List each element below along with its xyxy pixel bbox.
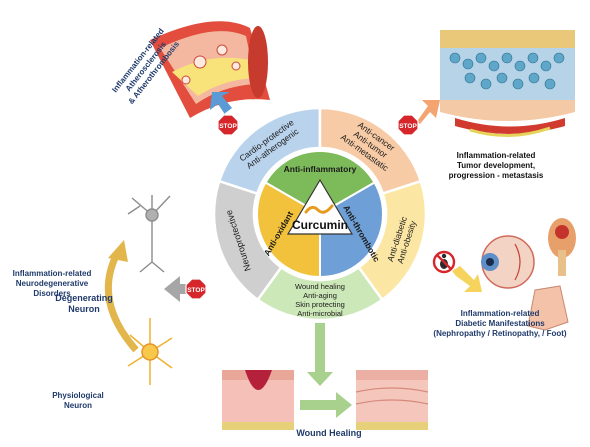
stop-signs: STOP STOP STOP [185, 114, 456, 300]
outcome-line: Disorders [33, 289, 71, 298]
stop-text: STOP [219, 123, 237, 130]
outcome-line: Neurodegenerative [16, 279, 89, 288]
degeneration-curve-arrowhead [108, 240, 128, 262]
physiological-neuron-icon [127, 318, 173, 385]
outcome-line: Neuron [64, 401, 92, 410]
stop-sign-cancer: STOP [397, 114, 419, 136]
sector-line: Skin protecting [295, 300, 345, 309]
turmeric-icon [304, 204, 334, 214]
artery-illustration [150, 21, 270, 118]
inner-label-anti-inflammatory: Anti-inflammatory [284, 164, 357, 174]
diabetic-illustrations [481, 218, 576, 331]
outcome-line: Diabetic Manifestations [455, 319, 545, 328]
degeneration-curve-arrow [104, 250, 139, 353]
curcumin-wheel: CurcuminAnti-inflammatoryAnti-thrombotic… [211, 105, 429, 323]
stop-text: STOP [187, 287, 205, 294]
foot-icon [527, 285, 569, 331]
healed-skin-icon [355, 370, 429, 430]
tumor-illustration [440, 30, 575, 137]
degenerating-neuron-icon [127, 195, 171, 273]
curcumin-triangle [286, 178, 354, 235]
curcumin-title: Curcumin [292, 218, 348, 232]
neuron-illustrations [104, 195, 173, 385]
wound-healing-arrow [300, 392, 352, 418]
outcome-line: Inflammation-related [457, 151, 536, 160]
outcome-line: Wound Healing [296, 428, 361, 438]
outcome-line: Inflammation-related [13, 269, 92, 278]
outcome-arrows [164, 92, 482, 386]
no-obesity-icon [432, 250, 456, 274]
stop-sign-cardio: STOP [217, 114, 239, 136]
arrow-to-tumor [412, 100, 440, 124]
arrow-to-diabetic [452, 266, 482, 292]
outcome-line: Inflammation-related [461, 309, 540, 318]
injured-skin-icon [222, 370, 294, 430]
stop-text: STOP [399, 123, 417, 130]
outcome-wound-healing: Wound Healing [296, 428, 361, 438]
outcome-line: Neuron [68, 304, 100, 314]
sector-line: Wound healing [295, 282, 345, 291]
outcome-line: Tumor development, [457, 161, 535, 170]
stop-sign-neuro: STOP [185, 278, 207, 300]
skin-illustrations [222, 370, 429, 430]
arrow-to-neuro [164, 276, 200, 302]
kidney-icon [548, 218, 576, 276]
outcome-line: (Nephropathy / Retinopathy, / Foot) [433, 329, 567, 338]
sector-line: Anti-aging [303, 291, 337, 300]
outcome-line: Degenerating [55, 293, 113, 303]
outcome-line: progression - metastasis [449, 171, 544, 180]
arrow-to-atherosclerosis [210, 92, 232, 116]
arrow-to-wound [307, 320, 333, 386]
eye-icon [481, 235, 535, 289]
outcome-line: Physiological [52, 391, 104, 400]
outcome-neuro-disorders: Inflammation-relatedNeurodegenerativeDis… [13, 269, 92, 298]
sector-line: Anti-microbial [297, 309, 343, 318]
